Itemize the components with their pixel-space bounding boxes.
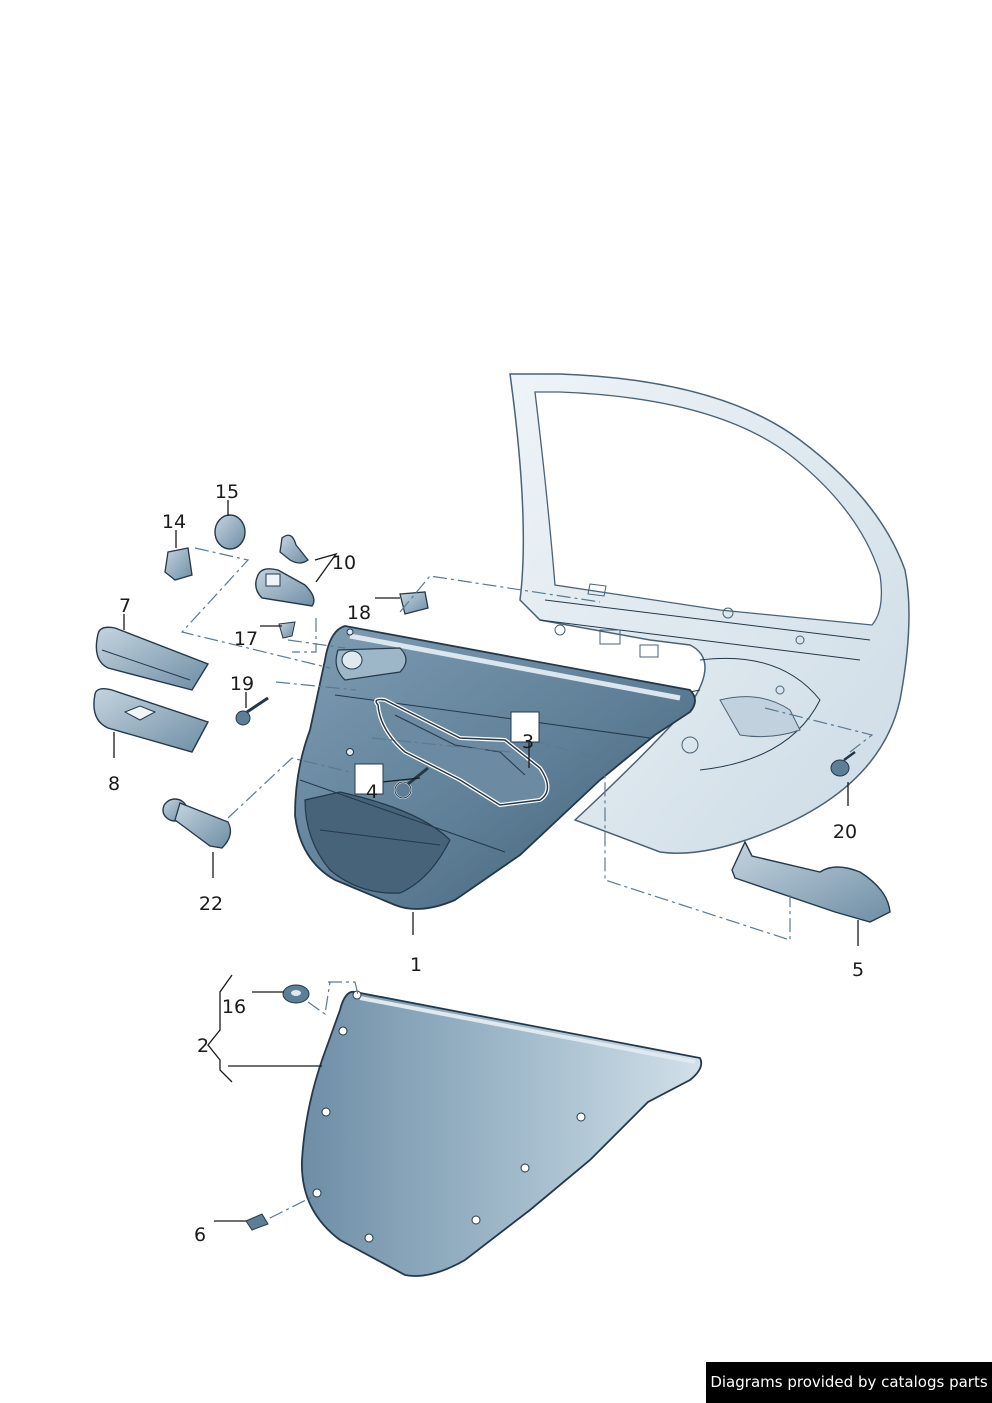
callout-8: 8	[108, 773, 120, 795]
clip-17	[278, 621, 296, 639]
callout-17: 17	[234, 628, 258, 650]
callout-10: 10	[332, 552, 356, 574]
callout-4: 4	[366, 781, 378, 803]
clip-20	[830, 750, 856, 777]
screw-6	[245, 1213, 269, 1231]
switch-trim-cover-7	[95, 626, 210, 691]
callout-14: 14	[162, 511, 186, 533]
callout-20: 20	[833, 821, 857, 843]
window-crank-22	[162, 798, 232, 849]
callout-19: 19	[230, 673, 254, 695]
door-shell	[509, 373, 910, 854]
credit-banner: Diagrams provided by catalogs parts	[706, 1362, 992, 1403]
callout-15: 15	[215, 481, 239, 503]
callout-18: 18	[347, 602, 371, 624]
cap-14	[164, 547, 193, 581]
retainer-18	[399, 591, 429, 615]
leader-lines	[113, 500, 859, 1222]
callout-2: 2	[197, 1035, 209, 1057]
door-trim-panel	[294, 625, 696, 910]
callout-box-4	[354, 763, 384, 795]
assembly-lines	[180, 547, 874, 1219]
pull-handle-5	[731, 840, 891, 923]
screw-4	[394, 766, 429, 799]
round-cover-15	[214, 514, 246, 550]
washer-16	[282, 984, 310, 1004]
window-switch-panel-8	[93, 687, 210, 753]
callout-7: 7	[119, 595, 131, 617]
callout-1: 1	[410, 954, 422, 976]
callout-16: 16	[222, 996, 246, 1018]
inner-handle-10	[255, 534, 315, 607]
callout-5: 5	[852, 959, 864, 981]
callout-6: 6	[194, 1224, 206, 1246]
screw-19	[235, 696, 269, 726]
callout-box-3	[510, 711, 540, 743]
backing-panel	[301, 990, 703, 1277]
callout-labels: 15 14 10 7 18 17 19 3 8 4 20 22 1 5 16 2…	[108, 481, 864, 1246]
callout-3: 3	[522, 731, 534, 753]
callout-22: 22	[199, 893, 223, 915]
